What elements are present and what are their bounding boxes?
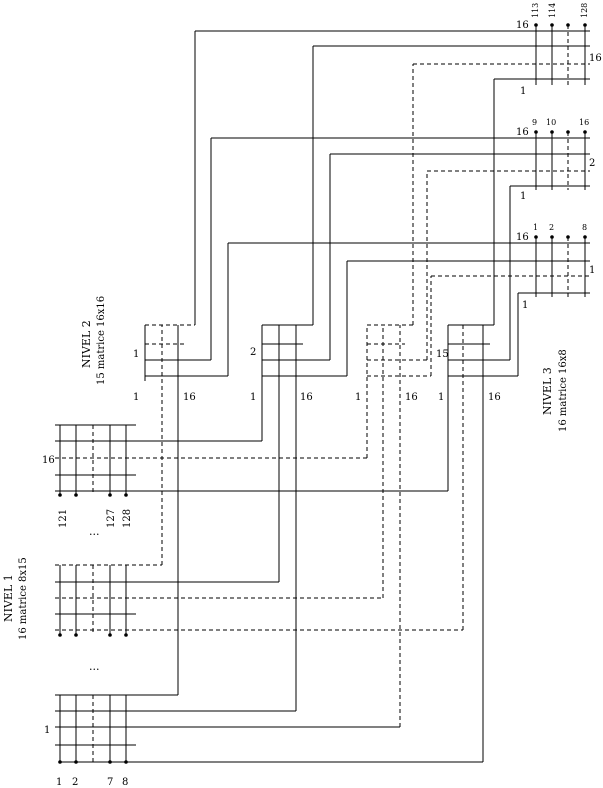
- level3-matrix-1: [534, 235, 587, 297]
- level2-m15-col-last: 16: [488, 392, 501, 403]
- level2-matrix-label-1: 1: [133, 349, 139, 360]
- level1-top-label-128: 128: [122, 509, 133, 528]
- level2-m3-col-last: 16: [405, 392, 418, 403]
- level2-matrix-label-2: 2: [250, 347, 256, 358]
- level3-title: NIVEL 3: [541, 367, 554, 415]
- level3-matrix-16: [534, 23, 587, 85]
- level2-matrix-15: [448, 79, 518, 377]
- level2-to-level3-links: [195, 30, 590, 376]
- level1-matrix-middle: [55, 564, 463, 637]
- level2-m2-col-first: 1: [250, 392, 256, 403]
- level3-mid-label-9: 9: [532, 118, 537, 127]
- level3-subtitle: 16 matrice 16x8: [558, 349, 569, 432]
- level3-m16-row-last: 16: [516, 20, 529, 31]
- level3-m16-row-first: 1: [520, 86, 526, 97]
- level3-bot-label-1: 1: [533, 223, 538, 232]
- level2-title: NIVEL 2: [80, 320, 93, 368]
- level1-bottom-label-2: 2: [72, 777, 78, 788]
- level1-matrix-top: [55, 424, 448, 497]
- level1-top-label-121: 121: [58, 509, 69, 528]
- level2-m2-col-last: 16: [300, 392, 313, 403]
- level1-bottom-label-8: 8: [122, 777, 128, 788]
- level3-mid-label-16: 16: [579, 118, 589, 127]
- level1-subtitle: 16 matrice 8x15: [18, 557, 29, 640]
- level1-title: NIVEL 1: [2, 574, 15, 622]
- level1-ellipsis-lower: ...: [89, 660, 100, 673]
- level2-m15-col-first: 1: [438, 392, 444, 403]
- level3-matrix-label-1: 1: [589, 265, 595, 276]
- level3-matrix-2: [534, 130, 587, 190]
- level1-matrix-bottom: [55, 694, 400, 764]
- level2-m1-col-first: 1: [133, 392, 139, 403]
- level3-m2-row-first: 1: [520, 191, 526, 202]
- level2-matrix-3: [367, 64, 431, 377]
- level3-matrix-label-16: 16: [589, 53, 602, 64]
- level3-m1-row-first: 1: [522, 300, 528, 311]
- level1-row-label-1: 1: [44, 725, 50, 736]
- level3-m1-row-last: 16: [516, 232, 529, 243]
- level1-row-label-16: 16: [42, 455, 55, 466]
- level3-mid-label-10: 10: [546, 118, 556, 127]
- level3-top-label-114: 114: [548, 3, 557, 18]
- level2-matrix-1: [144, 31, 228, 381]
- level3-top-label-113: 113: [531, 3, 540, 18]
- level2-m3-col-first: 1: [355, 392, 361, 403]
- level1-bottom-label-1: 1: [56, 777, 62, 788]
- level2-matrix-2: [262, 46, 347, 377]
- level3-matrix-label-2: 2: [589, 158, 595, 169]
- level3-top-label-128: 128: [580, 3, 589, 18]
- level2-m1-col-last: 16: [183, 392, 196, 403]
- level1-ellipsis-upper: ...: [89, 525, 100, 538]
- level1-bottom-label-7: 7: [107, 777, 113, 788]
- level3-bot-label-8: 8: [582, 223, 587, 232]
- level2-subtitle: 15 matrice 16x16: [96, 296, 107, 385]
- level1-to-level2-links: [60, 325, 484, 763]
- level2-matrix-label-15: 15: [436, 349, 449, 360]
- level3-m2-row-last: 16: [516, 127, 529, 138]
- level1-top-label-127: 127: [106, 509, 117, 528]
- level3-bot-label-2: 2: [549, 223, 554, 232]
